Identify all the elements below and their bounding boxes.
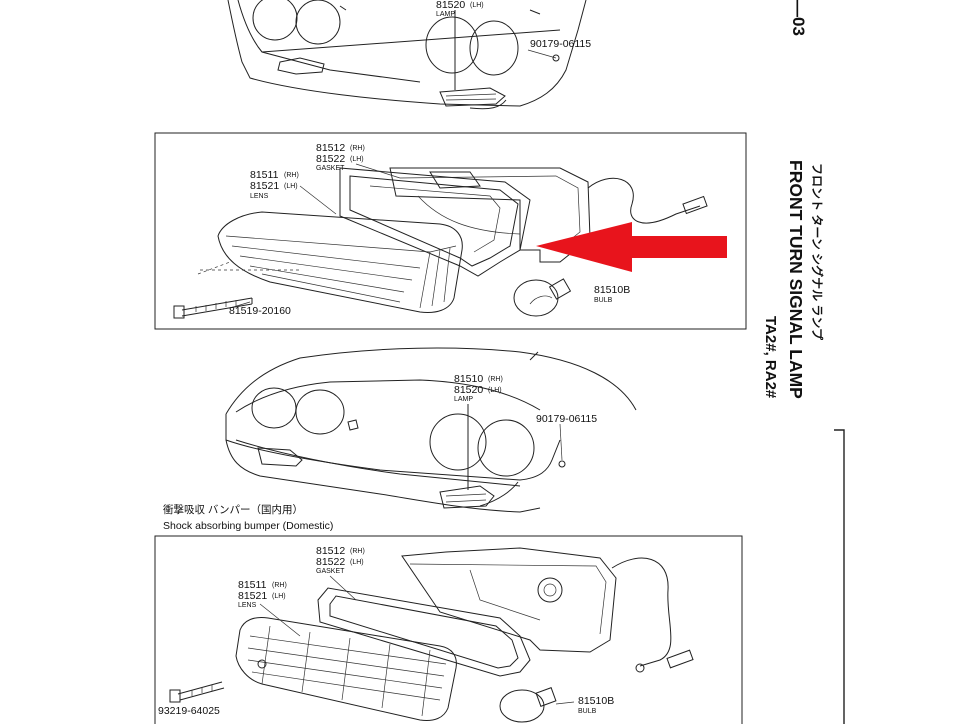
- upper-detail-box: [154, 132, 747, 330]
- upper-gasket-rh: 81512: [316, 142, 345, 154]
- lower-lens-rh: 81511: [238, 579, 267, 591]
- highlight-arrow: [536, 222, 727, 272]
- page-ref: —03: [789, 0, 808, 36]
- lower-lens-lh: 81521: [238, 590, 267, 602]
- middle-lamp-lh-side: (LH): [488, 387, 502, 394]
- top-lamp-part: 81520: [436, 0, 465, 11]
- upper-lens-label: LENS: [250, 193, 269, 200]
- lower-lens-lh-side: (LH): [272, 593, 286, 600]
- middle-lamp-rh-side: (RH): [488, 376, 503, 383]
- lower-screw-part: 93219-64025: [158, 705, 220, 717]
- middle-lamp-label: LAMP: [454, 396, 473, 403]
- upper-lens-lh-side: (LH): [284, 183, 298, 190]
- middle-lamp-lh: 81520: [454, 384, 483, 396]
- upper-gasket-lh-side: (LH): [350, 156, 364, 163]
- lower-gasket-rh-side: (RH): [350, 548, 365, 555]
- title-japanese: フロント ターン シグナル ランプ: [810, 163, 825, 341]
- lower-gasket-lh: 81522: [316, 556, 345, 568]
- middle-lamp-rh: 81510: [454, 373, 483, 385]
- top-lamp-side: (LH): [470, 2, 484, 9]
- upper-lens-lh: 81521: [250, 180, 279, 192]
- middle-car-illustration: [225, 347, 637, 513]
- lower-lens-rh-side: (RH): [272, 582, 287, 589]
- upper-gasket-rh-side: (RH): [350, 145, 365, 152]
- lower-gasket-lh-side: (LH): [350, 559, 364, 566]
- lower-gasket-label: GASKET: [316, 568, 345, 575]
- margin-bracket: [834, 429, 845, 724]
- upper-screw-part: 81519-20160: [229, 305, 291, 317]
- lower-lens-label: LENS: [238, 602, 257, 609]
- upper-assembly-illustration: [173, 163, 708, 319]
- upper-gasket-label: GASKET: [316, 165, 345, 172]
- lower-bulb-label: BULB: [578, 708, 597, 715]
- middle-screw-part: 90179-06115: [536, 413, 597, 425]
- title-english: FRONT TURN SIGNAL LAMP: [786, 160, 806, 399]
- title-models: TA2#, RA2#: [762, 316, 779, 399]
- lower-assembly-illustration: [169, 547, 694, 723]
- top-car-illustration: [227, 0, 587, 110]
- lower-bulb-part: 81510B: [578, 695, 614, 707]
- upper-bulb-part: 81510B: [594, 284, 630, 296]
- upper-lens-rh: 81511: [250, 169, 279, 181]
- upper-gasket-lh: 81522: [316, 153, 345, 165]
- top-screw-part: 90179-06115: [530, 38, 591, 50]
- lower-detail-box: [154, 535, 743, 724]
- bumper-caption-japanese: 衝撃吸収 バンパー（国内用）: [163, 503, 303, 516]
- top-lamp-label: LAMP: [436, 11, 455, 18]
- bumper-caption-english: Shock absorbing bumper (Domestic): [163, 520, 333, 532]
- upper-lens-rh-side: (RH): [284, 172, 299, 179]
- lower-gasket-rh: 81512: [316, 545, 345, 557]
- upper-bulb-label: BULB: [594, 297, 613, 304]
